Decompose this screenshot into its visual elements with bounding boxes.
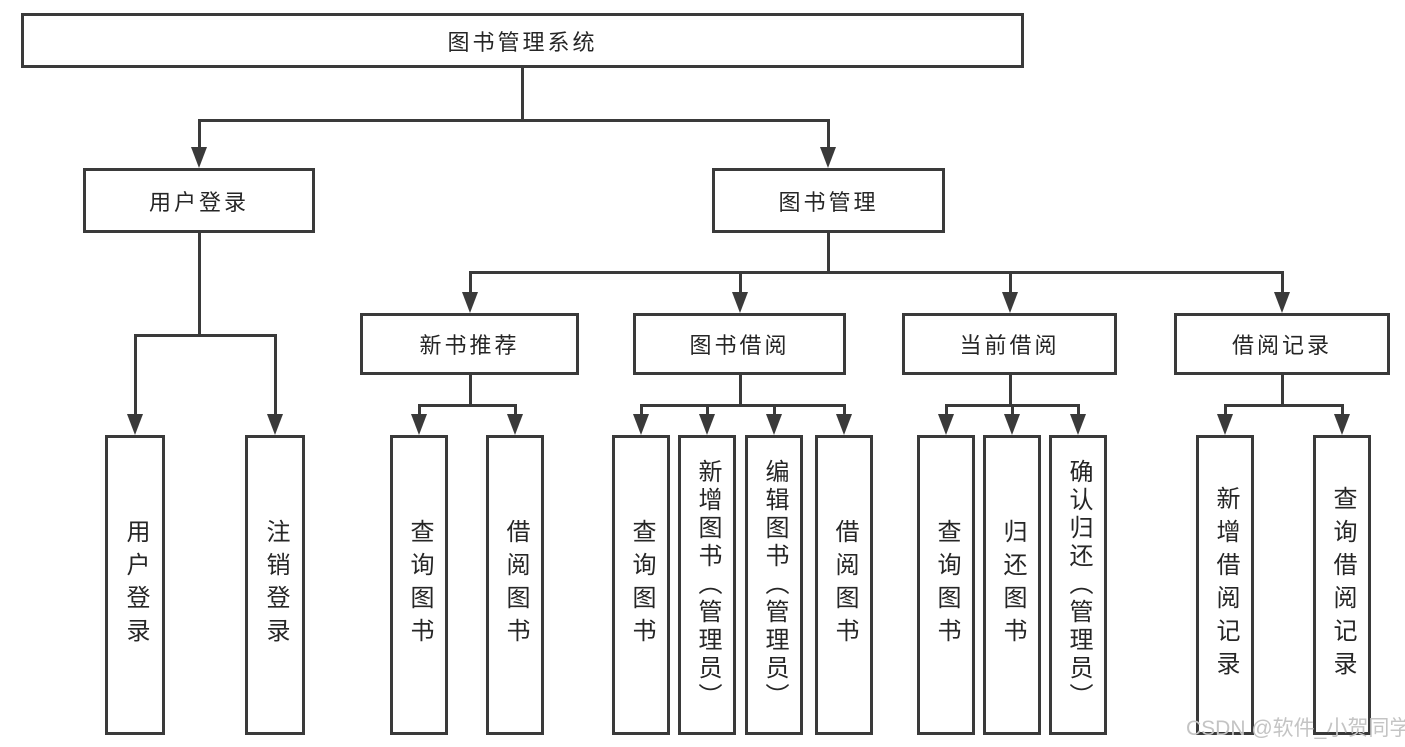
arrowhead-cb-return: [1004, 414, 1020, 435]
node-borrow-books-2: 借阅图书: [815, 435, 873, 735]
node-return-books: 归还图书: [983, 435, 1041, 735]
connector-to-bb-edit: [773, 404, 776, 416]
arrowhead-br-query: [1334, 414, 1350, 435]
node-book-management: 图书管理: [712, 168, 945, 233]
connector-to-user-login: [198, 119, 201, 149]
connector-to-bb-add: [706, 404, 709, 416]
node-confirm-return-admin: 确认归还（管理员）: [1049, 435, 1107, 735]
node-query-books-1-label: 查询图书: [406, 519, 433, 651]
connector-new-books-drop: [469, 375, 472, 406]
node-logout-label: 注销登录: [262, 519, 289, 651]
connector-to-br-add: [1224, 404, 1227, 416]
node-book-borrowing-label: 图书借阅: [689, 333, 790, 358]
connector-to-book-mgmt: [827, 119, 830, 149]
connector-to-logout-leaf: [274, 334, 277, 416]
connector-to-nb-borrow: [514, 404, 517, 416]
csdn-watermark: CSDN @软件_小贺同学: [1186, 717, 1405, 740]
connector-to-borrow-records: [1281, 271, 1284, 295]
arrowhead-br-add: [1217, 414, 1233, 435]
node-query-books-2: 查询图书: [612, 435, 670, 735]
node-book-borrowing: 图书借阅: [633, 313, 846, 375]
connector-to-bb-borrow: [843, 404, 846, 416]
node-edit-books-admin: 编辑图书（管理员）: [745, 435, 803, 735]
arrowhead-new-books: [462, 292, 478, 313]
node-borrow-books-2-label: 借阅图书: [831, 519, 858, 651]
node-add-borrow-record-label: 新增借阅记录: [1212, 486, 1239, 684]
connector-user-login-rail: [134, 334, 277, 337]
node-query-books-1: 查询图书: [390, 435, 448, 735]
connector-to-cb-confirm: [1077, 404, 1080, 416]
node-confirm-return-admin-label: 确认归还（管理员）: [1065, 459, 1092, 711]
arrowhead-book-mgmt: [820, 147, 836, 168]
node-query-borrow-record: 查询借阅记录: [1313, 435, 1371, 735]
arrowhead-current-borrow: [1002, 292, 1018, 313]
node-user-login: 用户登录: [83, 168, 315, 233]
arrowhead-nb-borrow: [507, 414, 523, 435]
arrowhead-login-leaf: [127, 414, 143, 435]
node-query-books-3: 查询图书: [917, 435, 975, 735]
connector-to-new-books: [469, 271, 472, 295]
connector-to-cb-return: [1011, 404, 1014, 416]
node-add-books-admin-label: 新增图书（管理员）: [694, 459, 721, 711]
connector-to-nb-query: [418, 404, 421, 416]
connector-book-borrow-rail: [640, 404, 846, 407]
node-book-management-label: 图书管理: [778, 189, 879, 215]
connector-to-login-leaf: [134, 334, 137, 416]
arrowhead-bb-query: [633, 414, 649, 435]
arrowhead-logout-leaf: [267, 414, 283, 435]
node-root-label: 图书管理系统: [447, 29, 598, 55]
arrowhead-bb-add: [699, 414, 715, 435]
arrowhead-book-borrow: [732, 292, 748, 313]
node-query-books-2-label: 查询图书: [628, 519, 655, 651]
connector-current-borrow-drop: [1009, 375, 1012, 406]
arrowhead-bb-borrow: [836, 414, 852, 435]
node-new-book-recommend-label: 新书推荐: [419, 333, 520, 358]
node-borrowing-records: 借阅记录: [1174, 313, 1390, 375]
node-query-books-3-label: 查询图书: [933, 519, 960, 651]
node-return-books-label: 归还图书: [999, 519, 1026, 651]
connector-to-current-borrow: [1009, 271, 1012, 295]
connector-to-br-query: [1341, 404, 1344, 416]
connector-new-books-rail: [418, 404, 517, 407]
node-root: 图书管理系统: [21, 13, 1024, 68]
connector-to-bb-query: [640, 404, 643, 416]
node-borrow-books-1: 借阅图书: [486, 435, 544, 735]
connector-book-mgmt-drop: [827, 233, 830, 273]
node-user-login-leaf: 用户登录: [105, 435, 165, 735]
node-query-borrow-record-label: 查询借阅记录: [1329, 486, 1356, 684]
node-current-borrowing: 当前借阅: [902, 313, 1117, 375]
node-borrow-books-1-label: 借阅图书: [502, 519, 529, 651]
node-new-book-recommend: 新书推荐: [360, 313, 579, 375]
connector-level3-rail: [469, 271, 1284, 274]
node-logout: 注销登录: [245, 435, 305, 735]
node-add-books-admin: 新增图书（管理员）: [678, 435, 736, 735]
arrowhead-borrow-records: [1274, 292, 1290, 313]
connector-borrow-records-rail: [1224, 404, 1344, 407]
arrowhead-nb-query: [411, 414, 427, 435]
node-user-login-label: 用户登录: [148, 189, 249, 215]
node-borrowing-records-label: 借阅记录: [1231, 333, 1332, 358]
connector-to-cb-query: [945, 404, 948, 416]
arrowhead-bb-edit: [766, 414, 782, 435]
arrowhead-cb-query: [938, 414, 954, 435]
node-edit-books-admin-label: 编辑图书（管理员）: [761, 459, 788, 711]
node-current-borrowing-label: 当前借阅: [959, 333, 1060, 358]
arrowhead-cb-confirm: [1070, 414, 1086, 435]
connector-book-borrow-drop: [739, 375, 742, 406]
connector-to-book-borrow: [739, 271, 742, 295]
arrowhead-user-login: [191, 147, 207, 168]
node-user-login-leaf-label: 用户登录: [122, 519, 149, 651]
connector-borrow-records-drop: [1281, 375, 1284, 406]
connector-root-drop: [521, 68, 524, 121]
connector-level1-rail: [198, 119, 830, 122]
connector-user-login-drop: [198, 233, 201, 336]
node-add-borrow-record: 新增借阅记录: [1196, 435, 1254, 735]
